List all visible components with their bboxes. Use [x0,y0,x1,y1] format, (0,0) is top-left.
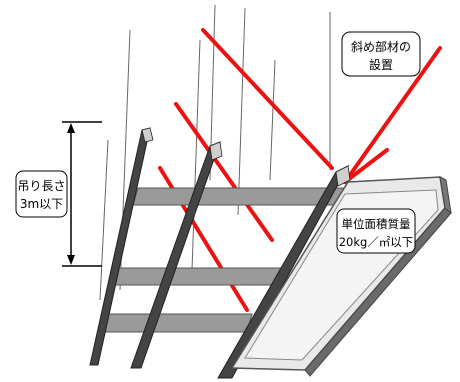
horizontal-bar [112,267,291,286]
horizontal-bars [100,187,359,333]
diagonal-brace [343,46,442,184]
diagonal-brace [201,28,334,170]
unit-mass-callout: 単位面積質量 20kg／㎡以下 [336,208,416,254]
unit-mass-label: 単位面積質量 [342,217,411,231]
main-runners [89,127,351,379]
hanging-rod [191,39,201,271]
diagonal-member-label-2: 設置 [369,57,393,72]
main-runner [130,141,221,369]
callout-box [336,208,416,254]
main-runner-cap [209,141,223,161]
main-runner-cap [335,165,351,187]
hanging-length-label: 吊り長さ [17,179,65,193]
diagonal-member-callout: 斜め部材の 設置 [341,31,421,77]
main-runner-cap [141,127,154,143]
unit-mass-value: 20kg／㎡以下 [339,235,414,249]
diagonal-member-label: 斜め部材の [351,39,411,54]
hanging-rod [237,7,246,216]
dimension-arrow-up [67,123,75,133]
diagonal-brace [343,148,389,184]
horizontal-bar [100,313,253,333]
hanging-rod [99,139,109,301]
callout-box [15,170,68,218]
hanging-length-callout: 吊り長さ 3m以下 [15,170,68,218]
dimension-arrow-down [67,255,75,265]
diagonal-brace [174,102,274,242]
ceiling-panel-edge [304,207,452,377]
hanging-rod [269,59,276,181]
hanging-length-value: 3m以下 [20,197,63,211]
hanging-length-dimension [62,121,102,267]
callout-box [341,31,421,77]
